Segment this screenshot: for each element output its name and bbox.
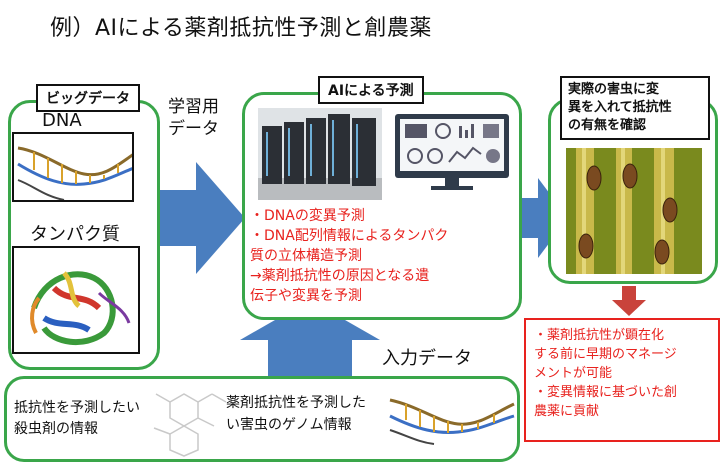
page-title: 例）AIによる薬剤抵抗性予測と創農薬 [50,16,432,41]
big-data-tag: ビッグデータ [36,84,140,112]
ai-item-4: →薬剤抵抗性の原因となる遺 [250,268,430,284]
outcome-box: ・薬剤抵抗性が顕在化 する前に早期のマネージ メントが可能 ・変異情報に基づいた… [524,318,720,442]
training-data-label: 学習用 データ [168,96,219,140]
validation-tag: 実際の害虫に変 異を入れて抵抗性 の有無を確認 [560,76,710,140]
insecticide-info-text: 抵抗性を予測したい 殺虫剤の情報 [14,398,140,440]
protein-structure-icon [30,271,131,346]
pest-genome-text: 薬剤抵抗性を予測した い害虫のゲノム情報 [226,392,366,436]
ai-prediction-list: ・DNAの変異予測 ・DNA配列情報によるタンパク 質の立体構造予測 →薬剤抵抗… [250,206,448,306]
monitor-image [393,112,511,192]
insects-on-plant-icon [566,148,702,274]
protein-label: タンパク質 [30,224,120,245]
dna-helix-small-icon [389,398,515,445]
arrow-to-validation [522,178,568,258]
outcome-line-4: ・変異情報に基づいた創 [534,385,678,400]
insecticide-line1: 抵抗性を予測したい [14,400,140,416]
training-label-line2: データ [168,119,219,139]
chemical-structure-icon [153,393,227,457]
dna-helix-icon [17,146,132,200]
arrow-up-input [240,300,380,378]
outcome-line-5: 農薬に貢献 [534,404,600,419]
training-label-line1: 学習用 [168,97,219,117]
ai-item-3: 質の立体構造予測 [250,248,362,264]
insecticide-line2: 殺虫剤の情報 [14,421,98,437]
input-data-label: 入力データ [382,348,472,369]
validation-tag-line1: 実際の害虫に変 [568,82,660,97]
outcome-line-1: ・薬剤抵抗性が顕在化 [534,328,665,343]
monitor-dashboard-icon [395,114,509,190]
server-racks-icon [258,108,382,200]
ai-item-5: 伝子や変異を予測 [250,288,362,304]
validation-tag-line2: 異を入れて抵抗性 [568,100,672,115]
genome-line1: 薬剤抵抗性を予測した [226,395,366,411]
genome-line2: い害虫のゲノム情報 [226,417,352,433]
arrow-to-ai [158,162,245,274]
ai-prediction-tag: AIによる予測 [318,76,424,104]
ai-item-2: ・DNA配列情報によるタンパク [250,228,449,244]
dna-image [12,132,134,202]
ai-item-1: ・DNAの変異予測 [250,208,365,224]
validation-tag-line3: の有無を確認 [568,118,647,133]
arrow-to-outcome [612,286,646,316]
dna-label: DNA [42,110,82,131]
outcome-line-3: メントが可能 [534,366,613,381]
pest-insects-photo [566,148,702,274]
protein-image [12,246,140,354]
outcome-line-2: する前に早期のマネージ [534,347,677,362]
supercomputer-image [258,108,382,200]
